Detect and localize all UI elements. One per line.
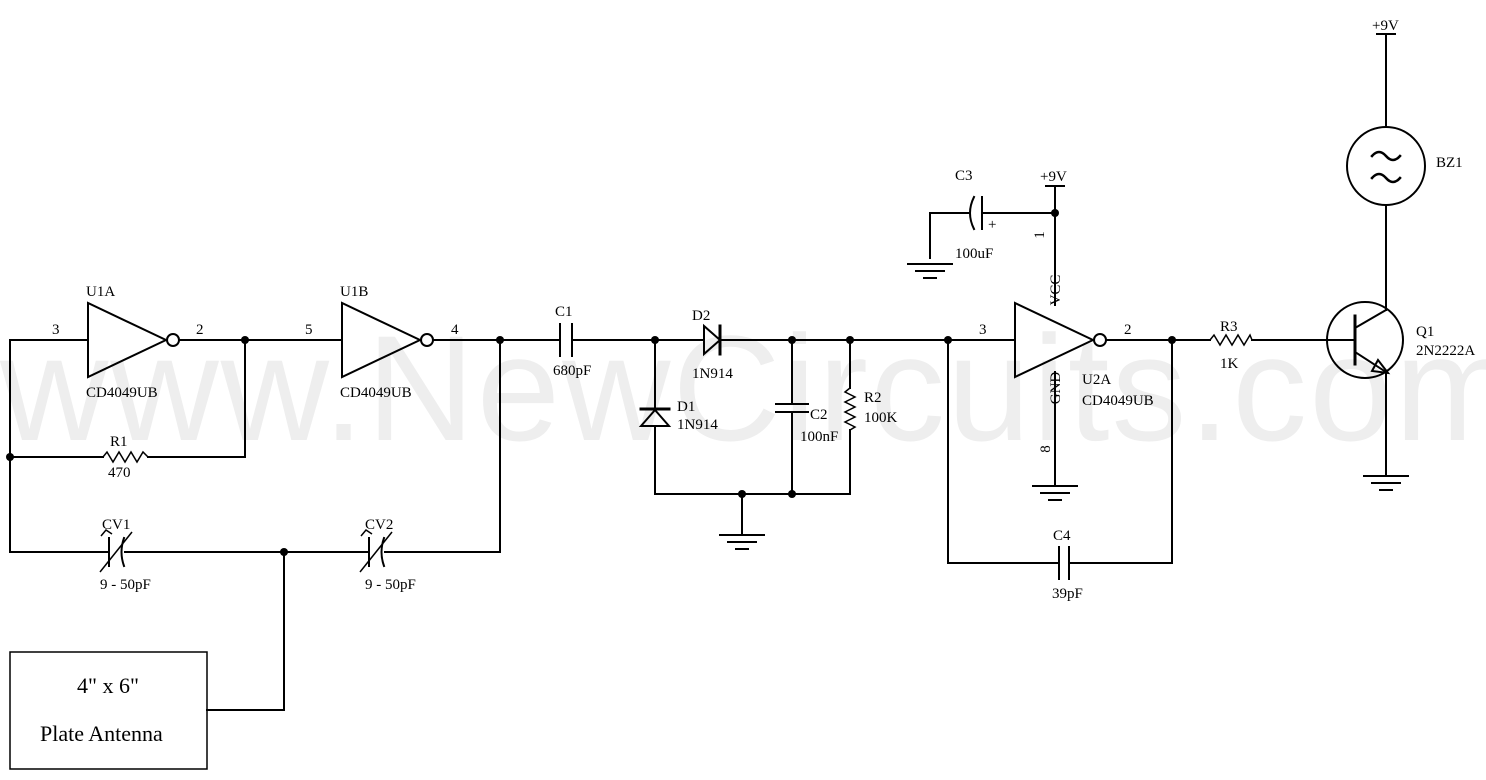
capacitor-c3 [969, 195, 983, 231]
d1-value: 1N914 [677, 417, 718, 433]
r2-value: 100K [864, 410, 898, 426]
c2-label: C2 [810, 407, 828, 423]
wires [9, 33, 1387, 711]
resistor-r1 [102, 450, 149, 464]
vcc-pin-label: VCC [1048, 275, 1064, 306]
diode-d2 [703, 323, 722, 357]
inverter-u2a [1014, 301, 1107, 379]
vcc-pin-number: 1 [1032, 231, 1048, 239]
u1a-pin-out: 2 [196, 322, 204, 338]
r1-label: R1 [110, 434, 128, 450]
r3-label: R3 [1220, 319, 1238, 335]
u1a-pin-in: 3 [52, 322, 60, 338]
variable-capacitor-cv2 [359, 529, 393, 573]
c2-value: 100nF [800, 429, 838, 445]
inverter-u1a [87, 301, 180, 379]
u2a-pin-in: 3 [979, 322, 987, 338]
junction-dots [6, 209, 1176, 556]
ground-symbol-u2a [1032, 485, 1078, 501]
r2-label: R2 [864, 390, 882, 406]
gnd-pin-number: 8 [1038, 445, 1054, 453]
antenna-label: Plate Antenna [40, 721, 163, 746]
u1a-part: CD4049UB [86, 385, 158, 401]
bz1-label: BZ1 [1436, 155, 1463, 171]
d2-value: 1N914 [692, 366, 733, 382]
cv1-label: CV1 [102, 517, 130, 533]
u1b-pin-out: 4 [451, 322, 459, 338]
transistor-q1 [1326, 301, 1404, 379]
plate-antenna-box [9, 651, 208, 770]
gnd-pin-label: GND [1048, 372, 1064, 405]
watermark: www.NewCircuits.com [0, 304, 1486, 472]
resistor-r3 [1209, 333, 1253, 347]
c4-value: 39pF [1052, 586, 1083, 602]
q1-label: Q1 [1416, 324, 1434, 340]
u1b-part: CD4049UB [340, 385, 412, 401]
vcc-supply-label: +9V [1040, 169, 1067, 185]
c1-value: 680pF [553, 363, 591, 379]
r3-value: 1K [1220, 356, 1239, 372]
u2a-part: CD4049UB [1082, 393, 1154, 409]
r1-value: 470 [108, 465, 131, 481]
cv2-label: CV2 [365, 517, 393, 533]
u1b-label: U1B [340, 284, 368, 300]
ground-symbol-diodes [719, 534, 765, 550]
c3-label: C3 [955, 168, 973, 184]
antenna-size: 4" x 6" [77, 673, 139, 698]
u1a-label: U1A [86, 284, 115, 300]
cv1-value: 9 - 50pF [100, 577, 151, 593]
capacitor-c4 [1058, 546, 1070, 580]
q1-value: 2N2222A [1416, 343, 1475, 359]
diode-d1 [638, 407, 672, 427]
buzzer-bz1 [1346, 126, 1426, 206]
capacitor-c1 [559, 323, 573, 357]
u2a-pin-out: 2 [1124, 322, 1132, 338]
ground-symbol-c3 [907, 263, 953, 279]
c4-label: C4 [1053, 528, 1071, 544]
resistor-r2 [843, 387, 857, 431]
cv2-value: 9 - 50pF [365, 577, 416, 593]
top-supply-label: +9V [1372, 18, 1399, 34]
d1-label: D1 [677, 399, 695, 415]
variable-capacitor-cv1 [99, 529, 133, 573]
c1-label: C1 [555, 304, 573, 320]
u1b-pin-in: 5 [305, 322, 313, 338]
u2a-label: U2A [1082, 372, 1111, 388]
ground-symbol-q1 [1363, 475, 1409, 491]
c3-value: 100uF [955, 246, 993, 262]
inverter-u1b [341, 301, 434, 379]
capacitor-c2 [775, 403, 809, 413]
d2-label: D2 [692, 308, 710, 324]
c3-plus: + [988, 217, 996, 233]
